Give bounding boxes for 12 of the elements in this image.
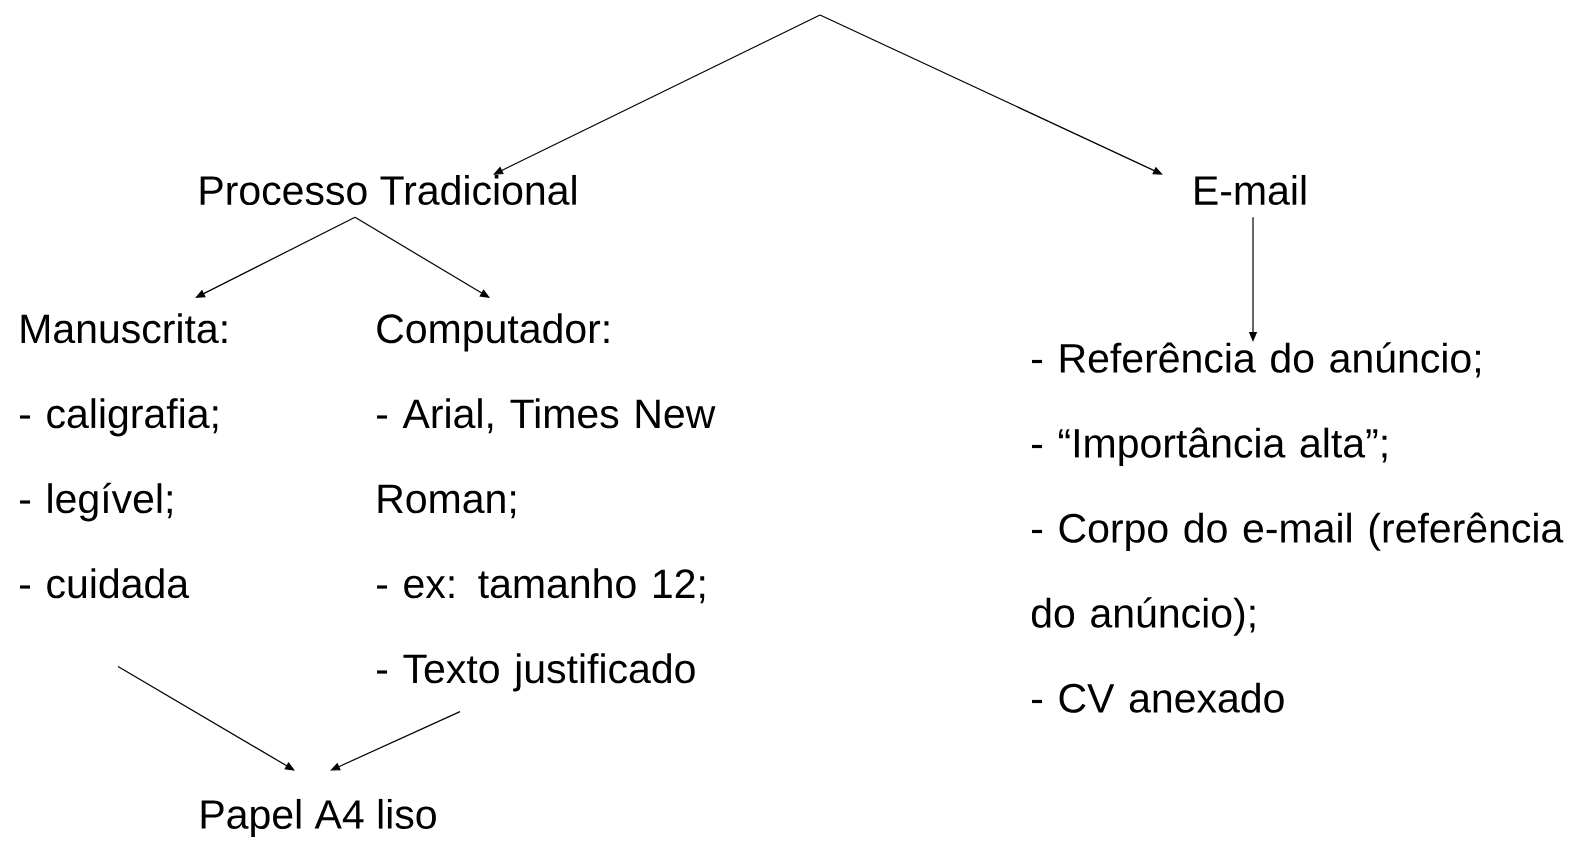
arrow [195,216,356,298]
category-label: Processo Tradicional [200,174,576,206]
list-text: Computador: - Arial, Times New Roman; - ex: tamanho 12; - Texto justificado [377,313,716,692]
list-text: Manuscrita: - caligrafia; - legível; - cuidada [20,313,227,599]
category-label: E-mail [1195,174,1306,206]
label: Papel A4 liso [201,798,436,838]
arrow [819,14,1163,175]
arrow [354,216,490,298]
arrow [117,665,295,771]
arrow [330,711,461,771]
arrow [493,14,821,175]
list-text: - Referência do anúncio; - “Importância alta”; - Corpo do e-mail (referência do anúncio); - CV anexado [1031,342,1564,713]
